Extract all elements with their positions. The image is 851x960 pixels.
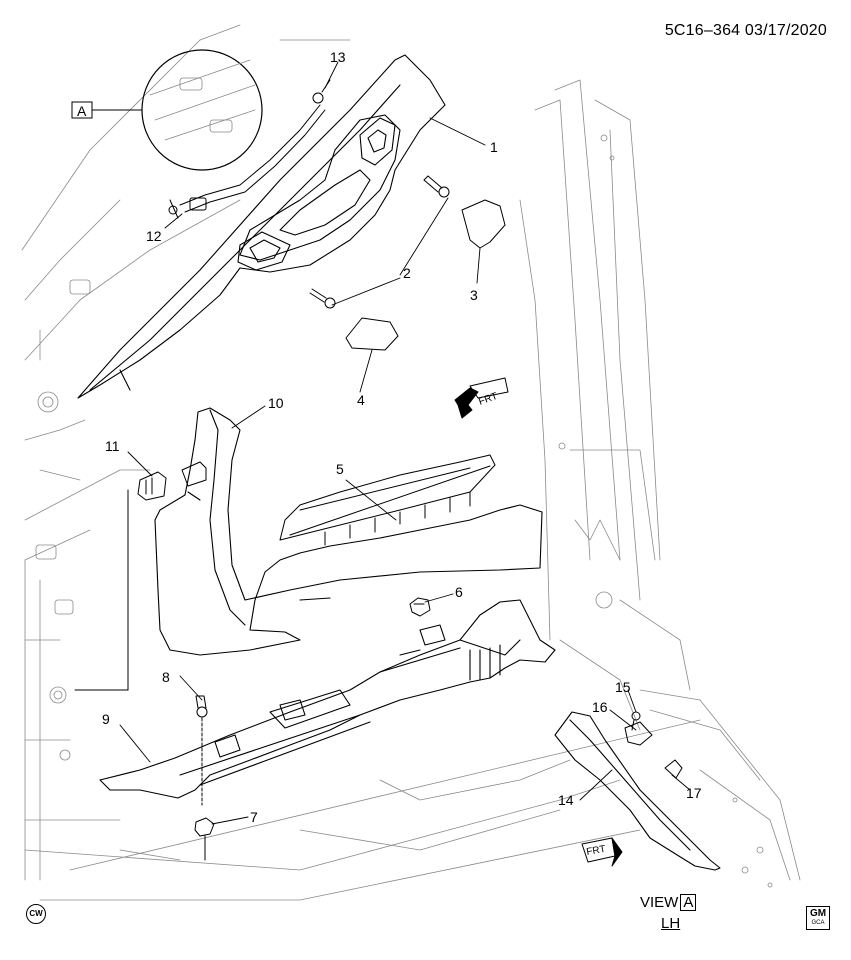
callout-10: 10 bbox=[268, 395, 284, 411]
callout-12: 12 bbox=[146, 228, 162, 244]
svg-text:A: A bbox=[77, 103, 87, 119]
part-11-clip bbox=[74, 461, 207, 691]
frt-arrow-lower bbox=[581, 837, 623, 867]
part-1-pillar-garnish bbox=[77, 54, 446, 399]
part-2-screw-upper bbox=[423, 175, 450, 198]
part-8-screw bbox=[195, 695, 208, 806]
callout-6: 6 bbox=[455, 584, 463, 600]
frt-arrow-upper bbox=[454, 377, 509, 419]
gm-logo-main: GM bbox=[809, 908, 827, 919]
callout-16: 16 bbox=[592, 699, 608, 715]
part-3-cap bbox=[461, 199, 506, 249]
part-2-screw-lower bbox=[309, 288, 336, 309]
gm-logo: GM GCA bbox=[806, 906, 830, 930]
callout-11: 11 bbox=[105, 438, 120, 454]
part-16-clip bbox=[624, 721, 653, 746]
clip-socket-upper bbox=[359, 117, 396, 166]
callout-14: 14 bbox=[558, 792, 574, 808]
side-label: LH bbox=[661, 915, 681, 932]
part-9-sill-trim bbox=[99, 599, 556, 799]
leader-lines bbox=[119, 61, 691, 825]
view-reference-a: A bbox=[71, 101, 93, 119]
body-structure bbox=[21, 24, 801, 901]
gm-logo-sub: GCA bbox=[811, 920, 825, 926]
frt-text-upper: FRT bbox=[477, 391, 499, 408]
callout-4: 4 bbox=[357, 392, 365, 408]
callout-1: 1 bbox=[490, 139, 498, 155]
diagram-code: 5C16–364 03/17/2020 bbox=[664, 22, 827, 39]
frt-text-lower: FRT bbox=[586, 844, 607, 858]
part-17-clip bbox=[664, 759, 683, 779]
part-10-kick-panel bbox=[154, 407, 543, 656]
clip-socket-lower bbox=[237, 231, 291, 271]
harness-tether bbox=[168, 79, 331, 219]
detail-circle-a bbox=[91, 49, 263, 171]
callout-15: 15 bbox=[615, 679, 631, 695]
callout-5: 5 bbox=[336, 461, 344, 477]
callout-8: 8 bbox=[162, 669, 170, 685]
part-4-cap bbox=[345, 317, 399, 351]
callout-13: 13 bbox=[330, 49, 346, 65]
callout-17: 17 bbox=[686, 785, 702, 801]
view-label-ref: A bbox=[680, 894, 697, 911]
view-label-text: VIEW bbox=[640, 894, 679, 911]
callout-labels: 1 2 3 4 5 6 7 8 9 10 11 12 13 14 15 16 1… bbox=[102, 49, 702, 825]
callout-7: 7 bbox=[250, 809, 258, 825]
part-6-clip bbox=[409, 597, 431, 617]
part-5-scuff-plate bbox=[279, 454, 496, 546]
cw-mark: CW bbox=[26, 904, 46, 924]
part-7-clip bbox=[194, 817, 215, 861]
callout-3: 3 bbox=[470, 287, 478, 303]
part-14-view-garnish bbox=[554, 711, 721, 871]
callout-2: 2 bbox=[403, 265, 411, 281]
callout-9: 9 bbox=[102, 711, 110, 727]
